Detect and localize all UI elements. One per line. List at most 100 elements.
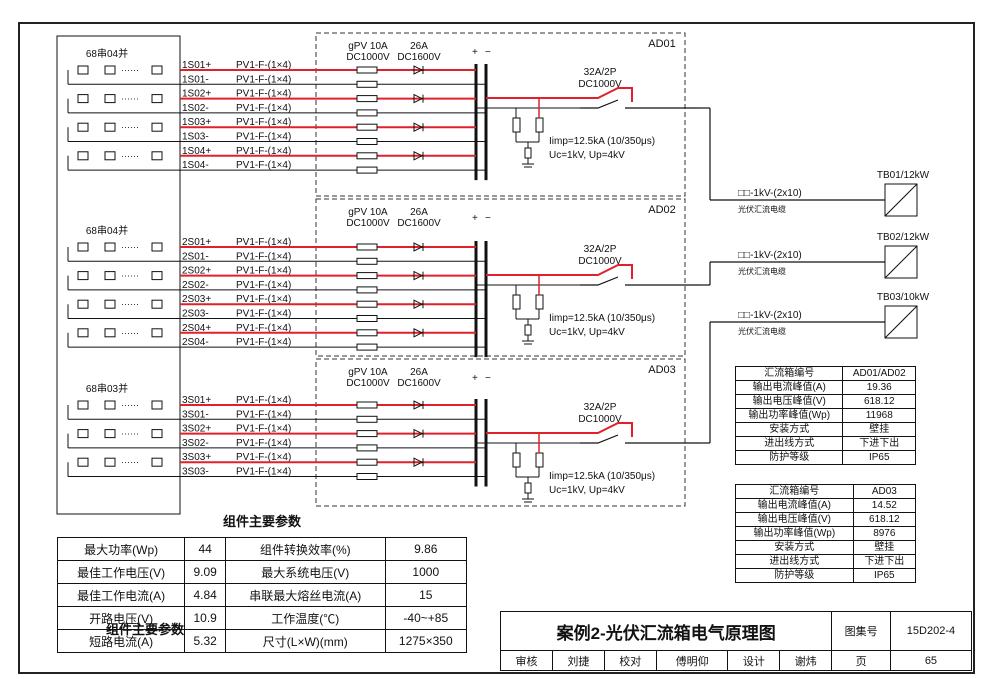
spd-voltage-rating: Uc=1kV, Up=4kV bbox=[549, 327, 625, 338]
table-cell: AD01/AD02 bbox=[842, 366, 916, 381]
breaker-symbol-neg bbox=[580, 99, 700, 109]
fuse-symbol bbox=[356, 401, 378, 409]
diode-rating: 26A bbox=[410, 41, 428, 52]
fuse-symbol bbox=[356, 109, 378, 117]
page-label: 页 bbox=[831, 650, 891, 671]
surge-protector bbox=[535, 294, 544, 310]
input-cable-type: PV1-F-(1×4) bbox=[236, 146, 291, 157]
input-cable-type: PV1-F-(1×4) bbox=[236, 103, 291, 114]
fuse-symbol bbox=[356, 444, 378, 452]
spd-fuse bbox=[524, 482, 532, 494]
table-cell: 壁挂 bbox=[842, 422, 916, 437]
table-cell: 10.9 bbox=[184, 606, 227, 630]
table-cell: 14.52 bbox=[852, 498, 917, 513]
table-cell: 输出功率峰值(Wp) bbox=[735, 526, 854, 541]
input-id: 3S01- bbox=[182, 409, 209, 420]
table-cell: 下进下出 bbox=[842, 436, 916, 451]
input-cable-type: PV1-F-(1×4) bbox=[236, 280, 291, 291]
input-cable-type: PV1-F-(1×4) bbox=[236, 294, 291, 305]
fuse-symbol bbox=[356, 286, 378, 294]
figure-label: 图集号 bbox=[831, 611, 891, 651]
surge-protector bbox=[535, 452, 544, 468]
string-continuation: ······ bbox=[121, 429, 139, 439]
table-cell: 开路电压(V) bbox=[56, 606, 186, 630]
pv-module-icon bbox=[151, 242, 163, 252]
input-cable-type: PV1-F-(1×4) bbox=[236, 309, 291, 320]
checker-label: 校对 bbox=[603, 650, 657, 671]
input-cable-type: PV1-F-(1×4) bbox=[236, 409, 291, 420]
breaker-symbol-pos bbox=[580, 422, 633, 437]
pv-module-icon bbox=[151, 429, 163, 439]
pv-module-icon bbox=[77, 299, 89, 309]
pv-module-icon bbox=[104, 151, 116, 161]
table-cell: 9.86 bbox=[384, 537, 468, 561]
surge-protector bbox=[512, 117, 521, 133]
designer-name: 谢炜 bbox=[779, 650, 833, 671]
fuse-symbol bbox=[356, 415, 378, 423]
string-continuation: ······ bbox=[121, 271, 139, 281]
table-cell: 工作温度(℃) bbox=[225, 606, 386, 630]
reviewer-name: 刘捷 bbox=[551, 650, 605, 671]
diode-voltage: DC1600V bbox=[397, 218, 441, 229]
title-block: 案例2-光伏汇流箱电气原理图 图集号 15D202-4 审核 刘捷 校对 傅明仰… bbox=[499, 611, 973, 671]
diode-symbol bbox=[413, 93, 424, 104]
input-cable-type: PV1-F-(1×4) bbox=[236, 467, 291, 478]
input-id: 3S03+ bbox=[182, 452, 211, 463]
input-cable-type: PV1-F-(1×4) bbox=[236, 438, 291, 449]
input-id: 3S01+ bbox=[182, 395, 211, 406]
table-cell: 壁挂 bbox=[852, 540, 917, 555]
reviewer-label: 审核 bbox=[500, 650, 553, 671]
combiner-box-name: AD03 bbox=[648, 364, 676, 376]
bus-plus-sign: + bbox=[472, 47, 478, 58]
fuse-symbol bbox=[356, 473, 378, 480]
input-id: 2S02- bbox=[182, 280, 209, 291]
table-cell: 输出电压峰值(V) bbox=[734, 394, 844, 409]
table-cell: 防护等级 bbox=[735, 568, 854, 583]
impulse-current-rating: Iimp=12.5kA (10/350μs) bbox=[549, 313, 655, 324]
pv-module-icon bbox=[77, 242, 89, 252]
combiner-box-name: AD02 bbox=[648, 204, 676, 216]
input-id: 2S01- bbox=[182, 251, 209, 262]
string-continuation: ······ bbox=[121, 328, 139, 338]
output-cable-spec: □□-1kV-(2x10) bbox=[738, 188, 802, 199]
input-id: 1S01+ bbox=[182, 60, 211, 71]
string-config-label: 68串03并 bbox=[86, 382, 128, 395]
inverter-rating: TB01/12kW bbox=[877, 170, 930, 181]
impulse-current-rating: Iimp=12.5kA (10/350μs) bbox=[549, 136, 655, 147]
table-cell: 5.32 bbox=[184, 629, 227, 653]
diode-voltage: DC1600V bbox=[397, 378, 441, 389]
diode-symbol bbox=[413, 65, 424, 75]
table-row: 输出电压峰值(V)618.12 bbox=[735, 512, 917, 527]
input-cable-type: PV1-F-(1×4) bbox=[236, 60, 291, 71]
table-cell: 短路电流(A) bbox=[56, 629, 186, 653]
input-id: 1S02+ bbox=[182, 89, 211, 100]
table-cell: IP65 bbox=[852, 568, 917, 583]
pv-module-icon bbox=[104, 429, 116, 439]
table-row: 输出功率峰值(Wp)8976 bbox=[735, 526, 917, 541]
input-cable-type: PV1-F-(1×4) bbox=[236, 323, 291, 334]
fuse-symbol bbox=[356, 315, 378, 322]
table-cell: 11968 bbox=[842, 408, 916, 423]
diode-symbol bbox=[413, 122, 424, 133]
input-cable-type: PV1-F-(1×4) bbox=[236, 251, 291, 262]
breaker-symbol-neg bbox=[580, 276, 700, 286]
input-id: 1S04- bbox=[182, 160, 209, 171]
fuse-rating: gPV 10A bbox=[348, 207, 388, 218]
diode-symbol bbox=[413, 150, 424, 161]
pv-module-icon bbox=[104, 65, 116, 75]
pv-module-icon bbox=[77, 271, 89, 281]
inverter-diagonal bbox=[884, 245, 918, 279]
string-continuation: ······ bbox=[121, 242, 139, 252]
table-cell: 防护等级 bbox=[734, 450, 844, 465]
input-id: 3S03- bbox=[182, 467, 209, 478]
output-cable-note: 光伏汇流电缆 bbox=[738, 204, 786, 214]
diode-voltage: DC1600V bbox=[397, 52, 441, 63]
table-cell: 输出功率峰值(Wp) bbox=[734, 408, 844, 423]
fuse-symbol bbox=[356, 300, 378, 308]
